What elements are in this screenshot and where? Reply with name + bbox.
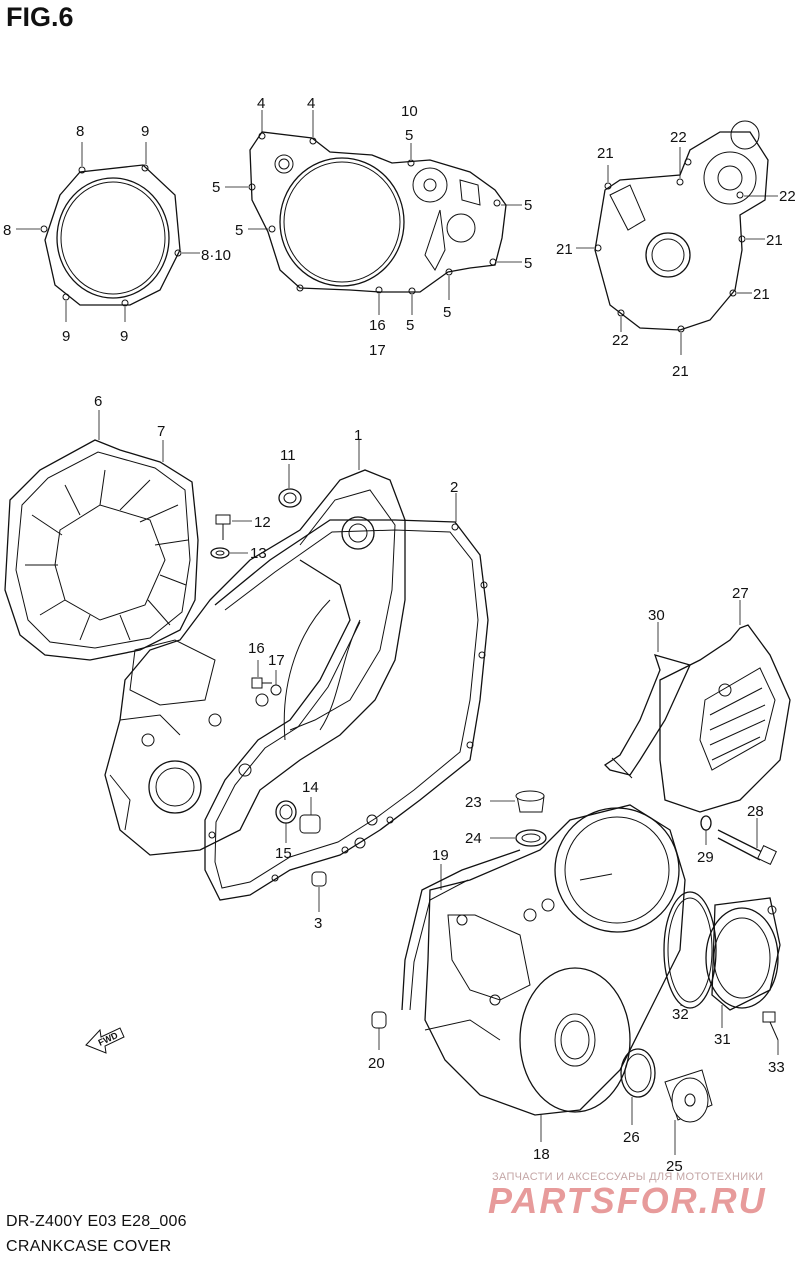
callout-3: 3 [314, 915, 322, 932]
callout-22: 22 [670, 129, 687, 146]
callout-5: 5 [443, 304, 451, 321]
small-cover-gasket [16, 142, 200, 322]
callout-7: 7 [157, 423, 165, 440]
generator-cover-gasket [576, 120, 778, 355]
callout-22: 22 [779, 188, 796, 205]
callout-8: 8 [3, 222, 11, 239]
callout-29: 29 [697, 849, 714, 866]
callout-8-10: 8·10 [201, 247, 231, 264]
callout-10: 10 [401, 103, 418, 120]
callout-6: 6 [94, 393, 102, 410]
callout-24: 24 [465, 830, 482, 847]
callout-21: 21 [753, 286, 770, 303]
forward-direction-arrow: FWD [85, 1027, 125, 1054]
callout-5: 5 [235, 222, 243, 239]
cover-plugs-and-seals [371, 790, 713, 1155]
callout-21: 21 [597, 145, 614, 162]
figure-caption: CRANKCASE COVER [6, 1238, 172, 1255]
callout-9: 9 [120, 328, 128, 345]
crankcase-cover-main [104, 440, 406, 856]
generator-cover [424, 804, 686, 1142]
callout-16: 16 [369, 317, 386, 334]
callout-21: 21 [556, 241, 573, 258]
callout-28: 28 [747, 803, 764, 820]
callout-26: 26 [623, 1129, 640, 1146]
callout-9: 9 [141, 123, 149, 140]
callout-15: 15 [275, 845, 292, 862]
callout-14: 14 [302, 779, 319, 796]
callout-11: 11 [280, 447, 296, 464]
model-code: DR-Z400Y E03 E28_006 [6, 1213, 187, 1230]
callout-20: 20 [368, 1055, 385, 1072]
watermark-brand: PARTSFOR.RU [488, 1180, 767, 1221]
small-hardware [210, 464, 327, 912]
callout-25: 25 [666, 1158, 683, 1175]
callout-17: 17 [369, 342, 386, 359]
generator-cover-gasket-bottom [401, 849, 521, 1011]
watermark-tagline: ЗАПЧАСТИ И АКСЕССУАРЫ ДЛЯ МОТОТЕХНИКИ [492, 1171, 764, 1183]
sprocket-guard [659, 600, 791, 813]
callout-labels: 8 9 8 8·10 9 9 4 4 10 5 5 5 5 5 5 5 16 1… [3, 95, 796, 1175]
callout-18: 18 [533, 1146, 550, 1163]
clutch-cover-gasket [225, 110, 522, 315]
callout-32: 32 [672, 1006, 689, 1023]
callout-21: 21 [672, 363, 689, 380]
gasket-bolt-holes [248, 132, 501, 295]
callout-33: 33 [768, 1059, 785, 1076]
callout-23: 23 [465, 794, 482, 811]
callout-5: 5 [405, 127, 413, 144]
callout-13: 13 [250, 545, 267, 562]
callout-27: 27 [732, 585, 749, 602]
callout-4: 4 [257, 95, 265, 112]
callout-5: 5 [524, 197, 532, 214]
callout-21: 21 [766, 232, 783, 249]
callout-17: 17 [268, 652, 285, 669]
callout-19: 19 [432, 847, 449, 864]
callout-8: 8 [76, 123, 84, 140]
callout-5: 5 [212, 179, 220, 196]
inspection-cover [663, 891, 781, 1055]
callout-22: 22 [612, 332, 629, 349]
callout-30: 30 [648, 607, 665, 624]
callout-16: 16 [248, 640, 265, 657]
callout-9: 9 [62, 328, 70, 345]
callout-5: 5 [524, 255, 532, 272]
clutch-outer-cover [4, 410, 199, 661]
callout-31: 31 [714, 1031, 731, 1048]
callout-1: 1 [354, 427, 362, 444]
callout-5: 5 [406, 317, 414, 334]
figure-title: FIG.6 [6, 2, 74, 32]
crankcase-cover-gasket [204, 493, 489, 901]
guard-bracket [603, 622, 691, 779]
callout-2: 2 [450, 479, 458, 496]
callout-4: 4 [307, 95, 315, 112]
callout-12: 12 [254, 514, 271, 531]
guard-fasteners [700, 815, 777, 865]
